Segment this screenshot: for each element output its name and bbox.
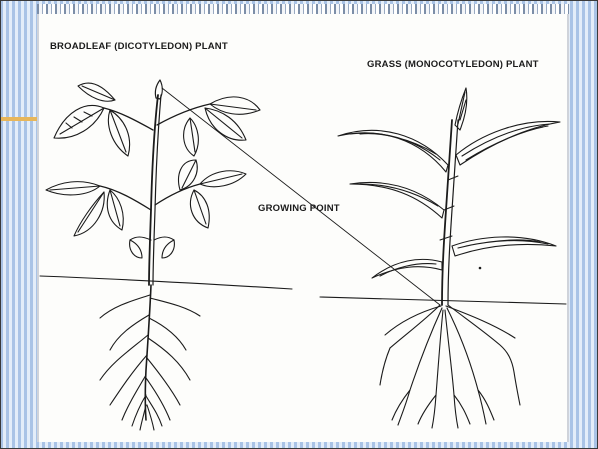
growing-point-pointer — [162, 88, 440, 305]
dicot-leaf — [190, 190, 209, 228]
ground-line-left — [40, 276, 292, 289]
broadleaf-plant-label: BROADLEAF (DICOTYLEDON) PLANT — [50, 41, 228, 52]
grass-plant-label: GRASS (MONOCOTYLEDON) PLANT — [367, 59, 539, 70]
dicot-roots — [100, 285, 200, 430]
growing-point-label: GROWING POINT — [258, 203, 340, 214]
monocot-leaf — [456, 121, 560, 165]
dicot-leaf — [210, 97, 260, 114]
dicot-leaf — [162, 240, 174, 258]
monocot-leaves — [338, 88, 560, 278]
monocot-roots — [380, 305, 520, 428]
dicot-leaf — [130, 240, 142, 258]
monocot-leaf — [350, 182, 444, 218]
speck-mark — [479, 267, 482, 270]
ground-line-right — [320, 297, 566, 304]
dicot-growing-tip — [155, 80, 162, 99]
dicot-plant-drawing — [46, 80, 260, 430]
monocot-plant-drawing — [338, 88, 560, 428]
monocot-leaf — [452, 237, 556, 256]
